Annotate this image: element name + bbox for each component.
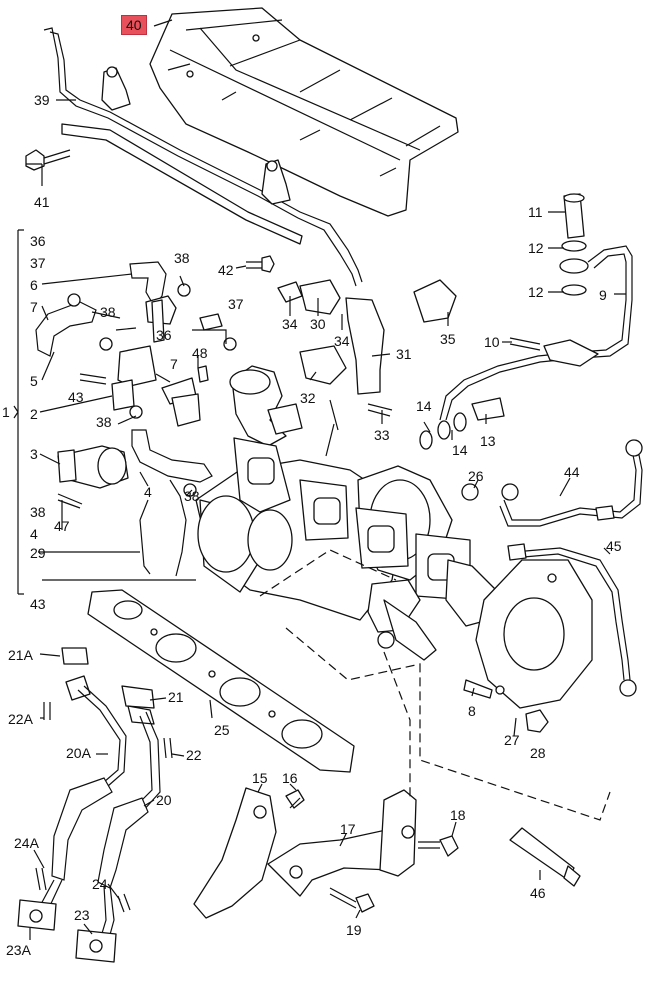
callout-23: 23 [74,907,90,923]
callout-2: 2 [30,406,38,422]
callout-39: 39 [34,92,50,108]
turbocharger-assembly [195,365,519,661]
callout-28: 28 [530,745,546,761]
callout-21A: 21A [8,647,33,663]
sealant-tube-part-46 [509,827,581,887]
callout-5: 5 [30,373,38,389]
callout-37: 37 [30,255,46,271]
callout-38-mid: 38 [100,304,116,320]
callout-38-lower: 38 [96,414,112,430]
callout-45: 45 [606,538,622,554]
coolant-return-pipes-44-45 [499,439,643,697]
callout-10: 10 [484,334,500,350]
callout-37-mid: 37 [228,296,244,312]
air-pipe-parts-30-31 [267,279,457,435]
bolt-part-41 [25,149,71,171]
callout-30: 30 [310,316,326,332]
callout-12-lower: 12 [528,284,544,300]
callout-40-highlighted: 40 [121,15,147,35]
downpipe-flange-gasket-part-27 [463,559,593,733]
callout-32: 32 [300,390,316,406]
callout-43: 43 [68,389,84,405]
callout-34-right: 34 [334,333,350,349]
callout-20A: 20A [66,745,91,761]
callout-4-mid: 4 [144,484,152,500]
callout-47: 47 [54,518,70,534]
callout-22A: 22A [8,711,33,727]
heat-shield-part-40 [149,7,459,217]
callout-12: 12 [528,240,544,256]
callout-44: 44 [564,464,580,480]
callout-42: 42 [218,262,234,278]
callout-25: 25 [214,722,230,738]
callout-38: 38 [30,504,46,520]
callout-11: 11 [528,204,543,220]
callout-9: 9 [599,287,607,303]
callout-13: 13 [480,433,496,449]
callout-7: 7 [30,299,38,315]
callout-35: 35 [440,331,456,347]
callout-19: 19 [346,922,362,938]
callout-27: 27 [504,732,520,748]
assembly-dashed-lines [259,549,611,821]
callout-43-lower: 43 [30,596,46,612]
exhaust-manifold-gasket-part-25 [87,589,355,773]
callout-1-brace: 1 [2,404,10,420]
callout-8: 8 [468,703,476,719]
coolant-pipes-20-20A [17,647,173,963]
callout-7-mid: 7 [170,356,178,372]
callout-29: 29 [30,545,46,561]
callout-38-right: 38 [184,488,200,504]
callout-14-lower: 14 [452,442,468,458]
callout-16: 16 [282,770,298,786]
callout-15: 15 [252,770,268,786]
callout-14: 14 [416,398,432,414]
callout-33: 33 [374,427,390,443]
callout-4: 4 [30,526,38,542]
callout-21: 21 [168,689,184,705]
callout-20: 20 [156,792,172,808]
callout-24: 24 [92,876,108,892]
callout-48: 48 [192,345,208,361]
callout-6: 6 [30,277,38,293]
coolant-pipe-part-39 [43,27,363,287]
vacuum-hoses-left [35,261,237,577]
callout-3: 3 [30,446,38,462]
callout-22: 22 [186,747,202,763]
callout-26: 26 [468,468,484,484]
callout-46: 46 [530,885,546,901]
callout-17: 17 [340,821,356,837]
callout-38-upper: 38 [174,250,190,266]
bolt-part-42 [246,255,275,273]
oil-supply-pipe-part-9 [419,193,633,450]
callout-34: 34 [282,316,298,332]
callout-18: 18 [450,807,466,823]
callout-leader-lines [13,19,626,940]
callout-36-mid: 36 [156,327,172,343]
callout-31: 31 [396,346,412,362]
callout-23A: 23A [6,942,31,958]
callout-24A: 24A [14,835,39,851]
callout-36: 36 [30,233,46,249]
callout-41: 41 [34,194,50,210]
support-brackets-15-17 [193,787,459,919]
